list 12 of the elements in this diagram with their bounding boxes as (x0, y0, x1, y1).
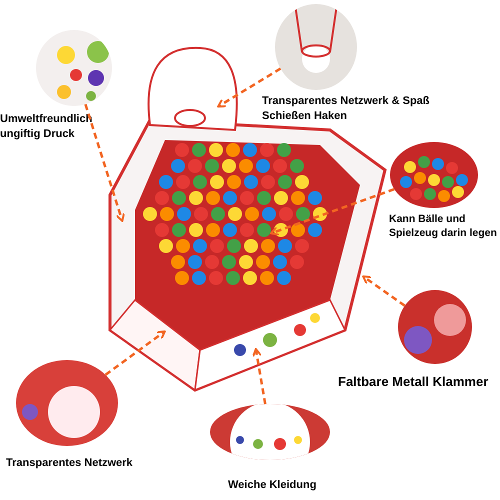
leader-arrow (84, 104, 125, 222)
callout-caption: Kann Bälle und Spielzeug darin legen (389, 212, 498, 240)
callout-caption: Transparentes Netzwerk (6, 456, 134, 471)
leader-arrow (217, 68, 282, 108)
callout-caption: Weiche Kleidung (228, 478, 318, 493)
callout-caption: Faltbare Metall Klammer (338, 374, 490, 390)
leader-arrow (104, 330, 166, 376)
leader-arrow (252, 348, 266, 404)
callout-caption: Umweltfreundlich ungiftig Druck (0, 112, 94, 142)
leader-arrow (362, 275, 406, 307)
leader-arrow (270, 188, 395, 236)
callout-caption: Transparentes Netzwerk & Spaß Schießen Haken (262, 94, 431, 124)
